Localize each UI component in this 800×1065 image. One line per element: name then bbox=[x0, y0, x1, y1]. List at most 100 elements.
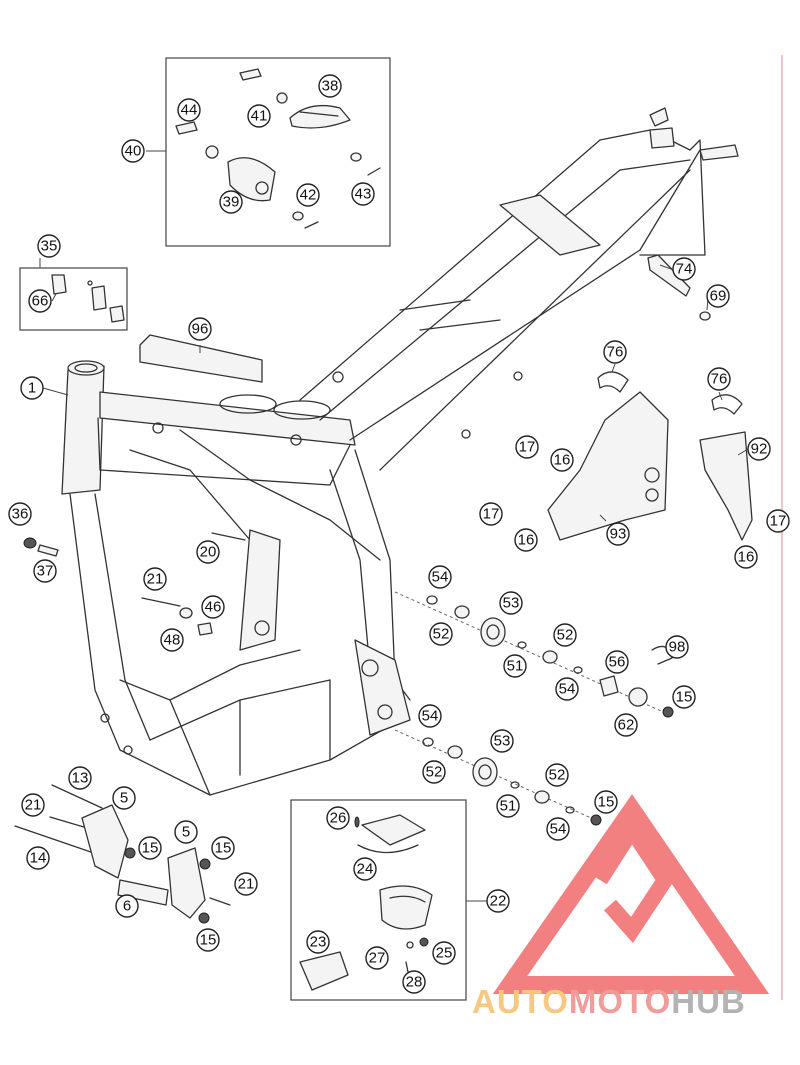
callout-40: 40 bbox=[121, 139, 145, 163]
svg-text:15: 15 bbox=[200, 932, 217, 949]
callout-15d: 15 bbox=[672, 685, 696, 709]
callout-21a: 21 bbox=[143, 567, 167, 591]
svg-text:41: 41 bbox=[251, 108, 268, 125]
callout-26: 26 bbox=[326, 806, 350, 830]
svg-text:93: 93 bbox=[610, 526, 627, 543]
callout-51b: 51 bbox=[496, 794, 520, 818]
svg-text:24: 24 bbox=[357, 861, 374, 878]
svg-text:13: 13 bbox=[72, 770, 89, 787]
svg-text:69: 69 bbox=[710, 288, 727, 305]
svg-text:54: 54 bbox=[559, 681, 576, 698]
svg-text:20: 20 bbox=[200, 544, 217, 561]
callout-21c: 21 bbox=[234, 872, 258, 896]
callout-17b: 17 bbox=[479, 502, 503, 526]
callout-27: 27 bbox=[365, 946, 389, 970]
callout-76a: 76 bbox=[603, 340, 627, 364]
callout-17c: 17 bbox=[766, 509, 790, 533]
svg-text:54: 54 bbox=[432, 569, 449, 586]
svg-text:54: 54 bbox=[550, 821, 567, 838]
svg-text:53: 53 bbox=[503, 595, 520, 612]
frame-protector bbox=[139, 334, 263, 383]
callout-43: 43 bbox=[351, 182, 375, 206]
callout-20: 20 bbox=[196, 540, 220, 564]
callout-42: 42 bbox=[296, 183, 320, 207]
svg-text:76: 76 bbox=[711, 371, 728, 388]
svg-text:51: 51 bbox=[507, 658, 524, 675]
svg-text:96: 96 bbox=[192, 321, 209, 338]
svg-text:27: 27 bbox=[369, 950, 386, 967]
callout-76b: 76 bbox=[707, 367, 731, 391]
svg-text:25: 25 bbox=[436, 945, 453, 962]
svg-text:48: 48 bbox=[164, 632, 181, 649]
callout-54b: 54 bbox=[555, 677, 579, 701]
svg-text:51: 51 bbox=[500, 798, 517, 815]
svg-text:14: 14 bbox=[30, 850, 47, 867]
watermark-auto: AUTO bbox=[472, 983, 569, 1020]
watermark-triangle-logo bbox=[492, 794, 770, 994]
svg-text:43: 43 bbox=[355, 186, 372, 203]
callout-92: 92 bbox=[747, 437, 771, 461]
airbox-inset-box bbox=[290, 799, 467, 1001]
svg-text:52: 52 bbox=[549, 767, 566, 784]
pivot-stack-upper bbox=[394, 591, 674, 718]
svg-text:16: 16 bbox=[554, 452, 571, 469]
footrest-assembly bbox=[175, 68, 381, 229]
callout-15e: 15 bbox=[594, 790, 618, 814]
callout-24: 24 bbox=[353, 857, 377, 881]
callout-16b: 16 bbox=[514, 528, 538, 552]
callout-52a: 52 bbox=[429, 622, 453, 646]
svg-text:15: 15 bbox=[215, 840, 232, 857]
svg-text:56: 56 bbox=[609, 654, 626, 671]
callout-17a: 17 bbox=[515, 435, 539, 459]
callout-35: 35 bbox=[37, 234, 61, 258]
svg-text:17: 17 bbox=[483, 506, 500, 523]
side-cover-parts bbox=[547, 254, 753, 541]
svg-text:62: 62 bbox=[618, 717, 635, 734]
svg-text:40: 40 bbox=[125, 143, 142, 160]
engine-mount-parts bbox=[14, 784, 231, 924]
callout-62: 62 bbox=[614, 713, 638, 737]
callout-37: 37 bbox=[33, 559, 57, 583]
callout-52c: 52 bbox=[422, 760, 446, 784]
footrest-inset-box bbox=[165, 57, 391, 247]
callout-54c: 54 bbox=[418, 704, 442, 728]
svg-text:26: 26 bbox=[330, 810, 347, 827]
svg-text:17: 17 bbox=[770, 513, 787, 530]
callout-69: 69 bbox=[706, 284, 730, 308]
callout-36: 36 bbox=[8, 502, 32, 526]
callout-53b: 53 bbox=[490, 729, 514, 753]
leader-lines bbox=[39, 150, 749, 902]
svg-text:15: 15 bbox=[676, 689, 693, 706]
fasteners-left bbox=[23, 532, 246, 636]
callout-54a: 54 bbox=[428, 565, 452, 589]
svg-text:16: 16 bbox=[518, 532, 535, 549]
callout-1: 1 bbox=[20, 376, 44, 400]
svg-text:28: 28 bbox=[406, 974, 423, 991]
svg-text:21: 21 bbox=[238, 876, 255, 893]
callout-48: 48 bbox=[160, 628, 184, 652]
pivot-stack-lower bbox=[394, 729, 602, 826]
callout-16c: 16 bbox=[734, 545, 758, 569]
watermark-text: AUTOMOTOHUB bbox=[472, 983, 746, 1020]
watermark-moto: MOTO bbox=[569, 983, 671, 1020]
svg-text:53: 53 bbox=[494, 733, 511, 750]
callout-28: 28 bbox=[402, 970, 426, 994]
callout-13: 13 bbox=[68, 766, 92, 790]
callout-52b: 52 bbox=[553, 623, 577, 647]
callout-56: 56 bbox=[605, 650, 629, 674]
svg-text:21: 21 bbox=[25, 797, 42, 814]
main-frame bbox=[61, 107, 739, 796]
callout-15b: 15 bbox=[211, 836, 235, 860]
svg-text:37: 37 bbox=[37, 563, 54, 580]
svg-text:6: 6 bbox=[123, 898, 131, 915]
callout-98: 98 bbox=[665, 635, 689, 659]
svg-text:15: 15 bbox=[142, 840, 159, 857]
svg-text:5: 5 bbox=[120, 790, 128, 807]
svg-text:74: 74 bbox=[676, 261, 693, 278]
callout-23: 23 bbox=[306, 930, 330, 954]
svg-text:52: 52 bbox=[426, 764, 443, 781]
callout-66: 66 bbox=[28, 289, 52, 313]
svg-text:66: 66 bbox=[32, 293, 49, 310]
svg-text:44: 44 bbox=[181, 102, 198, 119]
